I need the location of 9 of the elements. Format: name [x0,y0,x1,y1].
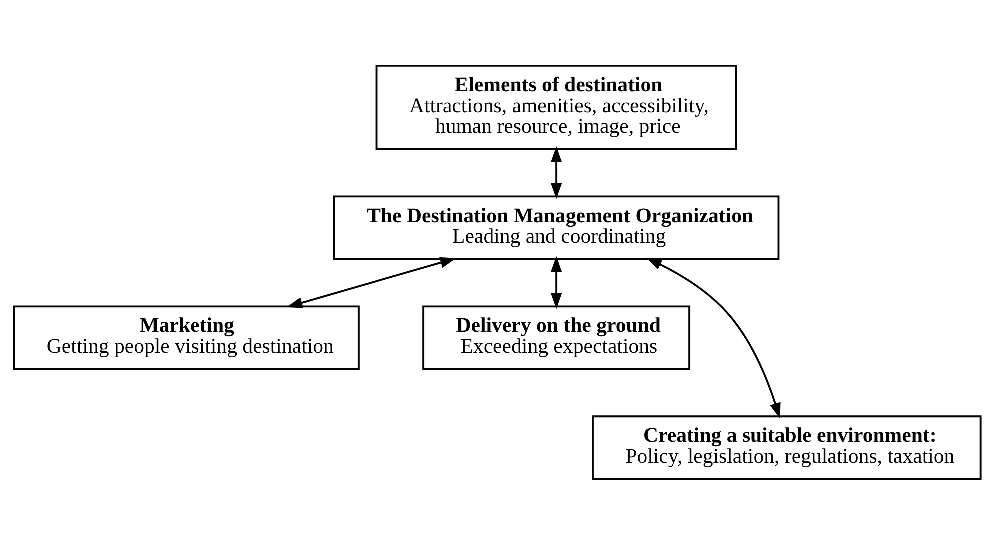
node-box: Delivery on the ground Exceeding expectations [422,305,691,370]
arrow [551,146,562,199]
node-box: The Destination Management Organization Leading and coordinating [333,195,780,260]
node-box: Creating a suitable environment: Policy, legislation, regulations, taxation [592,415,982,480]
node-box: Marketing Getting people visiting destination [13,305,360,370]
arrow [646,257,781,418]
arrow [551,256,562,309]
arrow [286,256,456,308]
node-box: Elements of destination Attractions, amenities, accessibility, human resource, image, price [376,64,738,150]
